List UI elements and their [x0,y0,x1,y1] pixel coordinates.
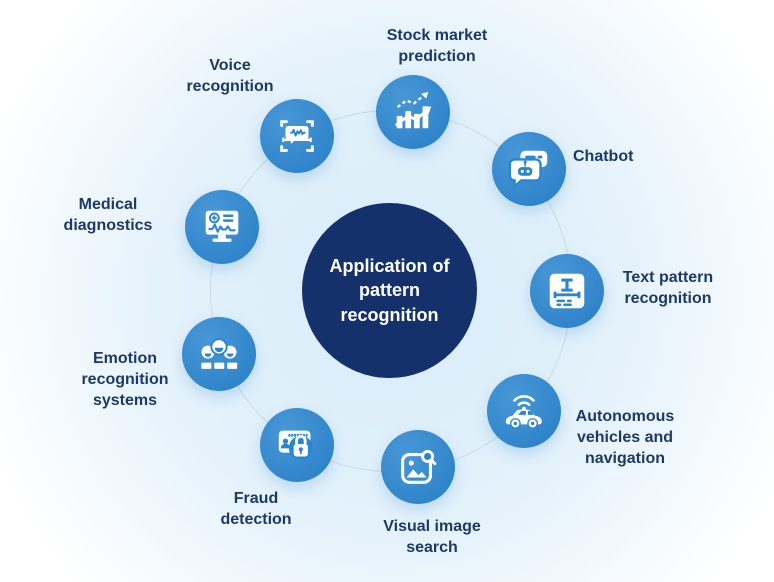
center-circle: Application of pattern recognition [302,203,477,378]
node-medical-diagnostics [185,190,259,264]
label-stock-market-prediction: Stock market prediction [386,27,488,65]
node-voice-recognition [260,99,334,173]
fraud-lock-icon [274,422,320,468]
image-search-icon [395,444,441,490]
voice-scan-icon [274,113,320,159]
autonomous-car-icon [501,388,547,434]
node-autonomous-vehicles [487,374,561,448]
label-medical-diagnostics: Medical diagnostics [63,196,153,234]
label-fraud-detection: Fraud detection [220,490,292,528]
node-visual-image-search [381,430,455,504]
node-stock-market-prediction [376,75,450,149]
label-text-pattern-recognition: Text pattern recognition [622,269,714,307]
label-voice-recognition: Voice recognition [186,57,274,95]
growth-chart-icon [390,89,436,135]
text-pattern-icon [544,268,590,314]
label-emotion-recognition: Emotion recognition systems [81,350,169,409]
medical-monitor-icon [199,204,245,250]
label-chatbot: Chatbot [573,148,634,165]
node-chatbot [492,132,566,206]
node-fraud-detection [260,408,334,482]
node-text-pattern-recognition [530,254,604,328]
emotion-faces-icon [196,331,242,377]
label-visual-image-search: Visual image search [383,518,481,556]
label-autonomous-vehicles: Autonomous vehicles and navigation [575,408,675,467]
chatbot-icon [506,146,552,192]
node-emotion-recognition [182,317,256,391]
